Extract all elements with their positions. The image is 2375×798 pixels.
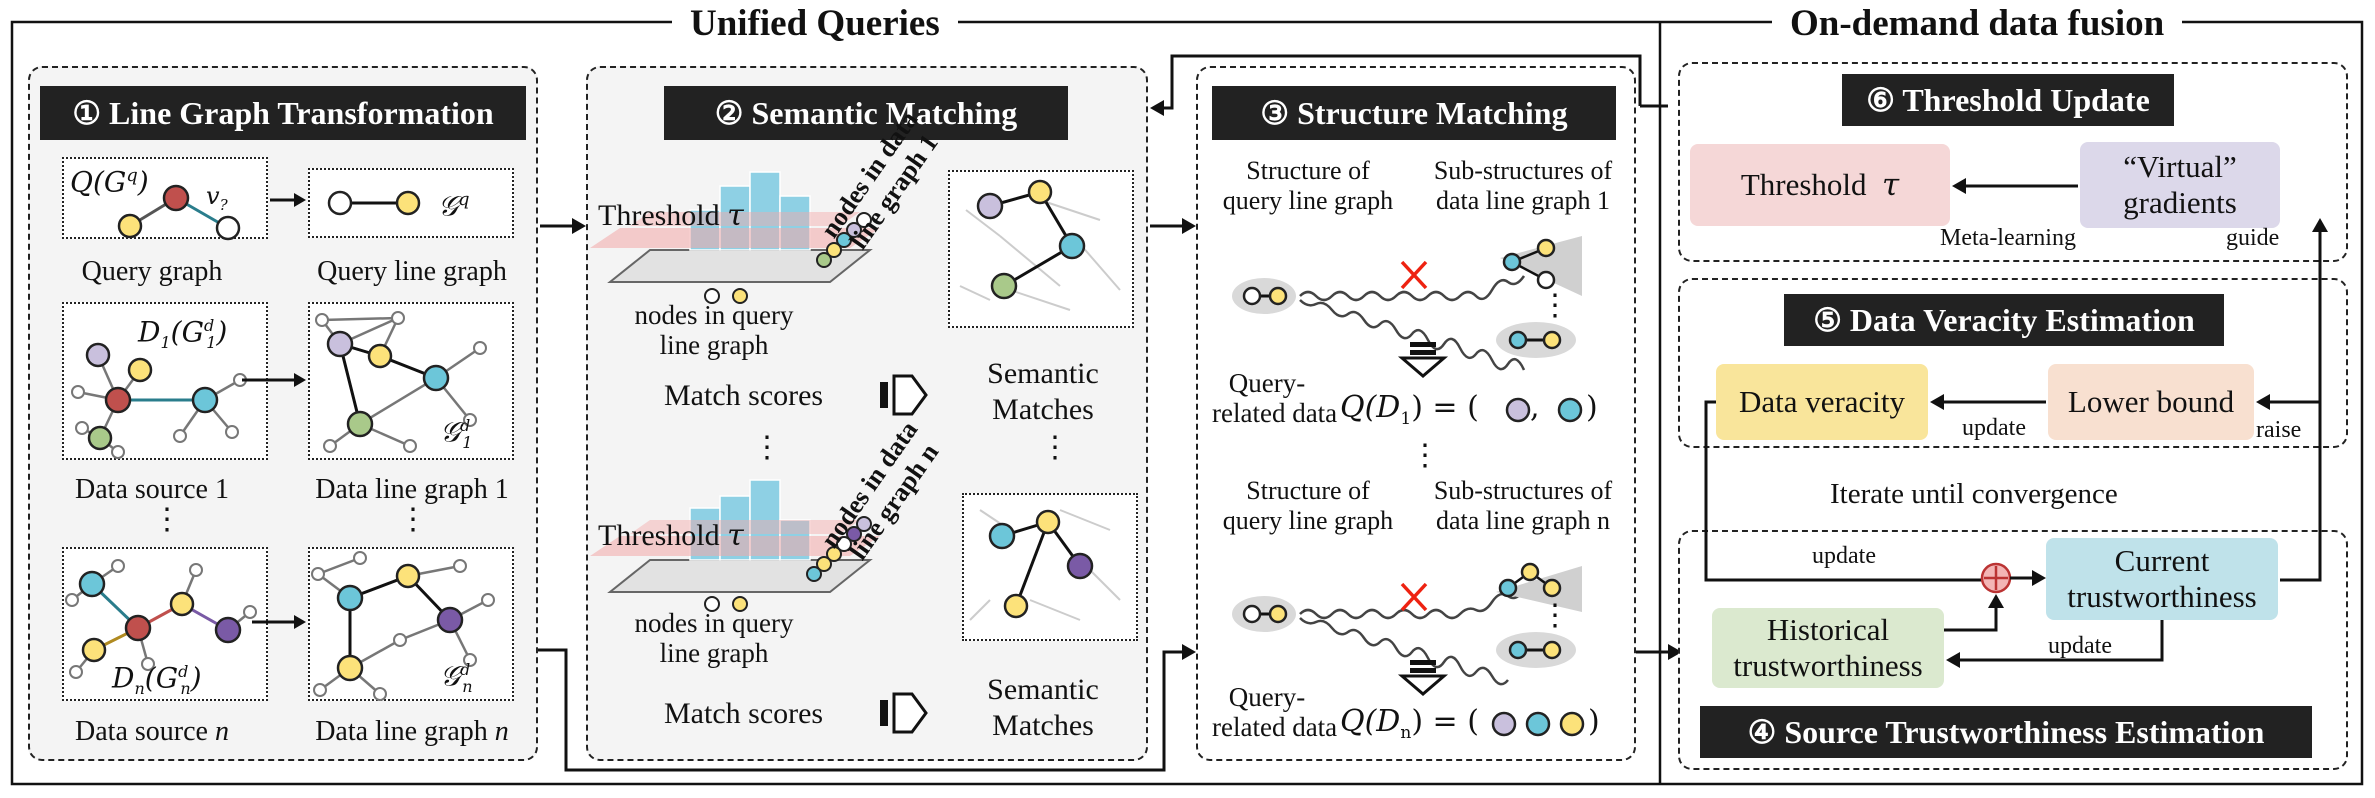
data-source-1-label: Data source 1 [75,474,229,505]
data-line-graph-1-label: Data line graph 1 [315,474,509,505]
data-line-graph-n-label: Data line graph n [315,716,509,747]
update-label-right: update [2048,633,2112,659]
vdots-right: ⋮ [398,503,428,536]
query-related-data-n: Query-related data [1212,682,1338,742]
qd1-comma: , [1530,390,1540,425]
meta-learning-label: Meta-learning [1940,225,2076,251]
heading-data-veracity: ⑤ Data Veracity Estimation [1784,294,2224,346]
query-line-math: 𝒢q [438,189,470,223]
heading-source-trustworthiness: ④ Source Trustworthiness Estimation [1700,706,2312,758]
data-source-n-label: Data source n [75,716,229,747]
threshold-box: Threshold τ [1690,144,1950,226]
heading-structure-matching: ③ Structure Matching [1212,86,1616,140]
data-veracity-box: Data veracity [1716,364,1928,440]
section-title-unified: Unified Queries [672,2,958,46]
heading-semantic-matching: ② Semantic Matching [664,86,1068,140]
update-label-veracity: update [1962,415,2026,441]
d1-math: D1(Gd1) [138,315,228,352]
dn-math: Dn(Gdn) [112,661,202,698]
qd1-formula: Q(D1) = ( [1340,390,1479,430]
section-title-fusion: On-demand data fusion [1772,2,2183,46]
query-graph-math: Q(Gq) [70,165,149,199]
vdots-structure-mid: ⋮ [1410,439,1440,472]
vdots-sub-n: ⋮ [1540,599,1570,632]
match-scores-label-n: Match scores [664,697,824,730]
query-line-graph-label: Query line graph [317,256,507,287]
qd1-close: ) [1586,390,1598,425]
vdots-left: ⋮ [152,503,182,536]
node-vq-label: v? [206,182,228,214]
threshold-label-1: Threshold τ [598,198,744,233]
virtual-gradients-box: “Virtual”gradients [2080,142,2280,228]
vdots-sub-1: ⋮ [1540,289,1570,322]
qdn-close: ) [1588,704,1600,739]
query-graph-label: Query graph [81,256,223,287]
raise-label: raise [2256,417,2302,443]
lower-bound-box: Lower bound [2048,364,2254,440]
iterate-label: Iterate until convergence [1830,478,2118,510]
qdn-formula: Q(Dn) = ( [1340,704,1479,744]
heading-threshold-update: ⑥ Threshold Update [1842,74,2174,126]
heading-line-graph-transformation: ① Line Graph Transformation [40,86,526,140]
vdots-semantic-left: ⋮ [752,431,782,464]
data-line-graph-1-box [308,302,514,460]
gn-math: 𝒢dn [440,659,473,696]
threshold-label-n: Threshold τ [598,518,744,553]
guide-label: guide [2226,225,2280,251]
update-label-top: update [1812,543,1876,569]
match-scores-label-1: Match scores [664,379,824,412]
query-related-data-1: Query-related data [1212,368,1338,428]
vdots-semantic-right: ⋮ [1040,431,1070,464]
g1-math: 𝒢d1 [440,415,473,452]
